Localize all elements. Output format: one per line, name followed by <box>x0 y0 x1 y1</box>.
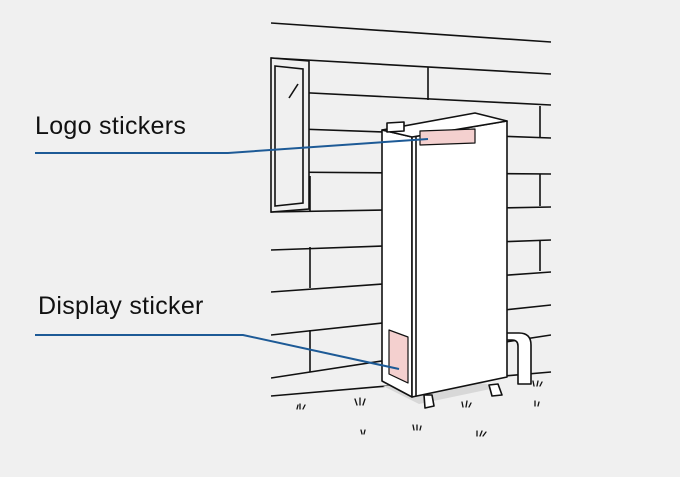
logo-sticker <box>419 128 476 146</box>
water-heater-unit <box>381 112 508 409</box>
window <box>270 57 310 213</box>
unit-foot-right <box>488 383 503 397</box>
logo-stickers-label: Logo stickers <box>35 112 187 140</box>
display-sticker-leader-line <box>35 334 400 370</box>
unit-vent <box>386 121 405 133</box>
logo-stickers-leader-line <box>35 138 429 154</box>
unit-foot-front <box>423 394 435 409</box>
grass-tufts <box>296 380 543 437</box>
pipe <box>502 332 532 385</box>
unit-top <box>381 112 508 138</box>
display-sticker <box>388 329 409 384</box>
display-sticker-label: Display sticker <box>38 292 204 320</box>
unit-front <box>411 120 508 398</box>
